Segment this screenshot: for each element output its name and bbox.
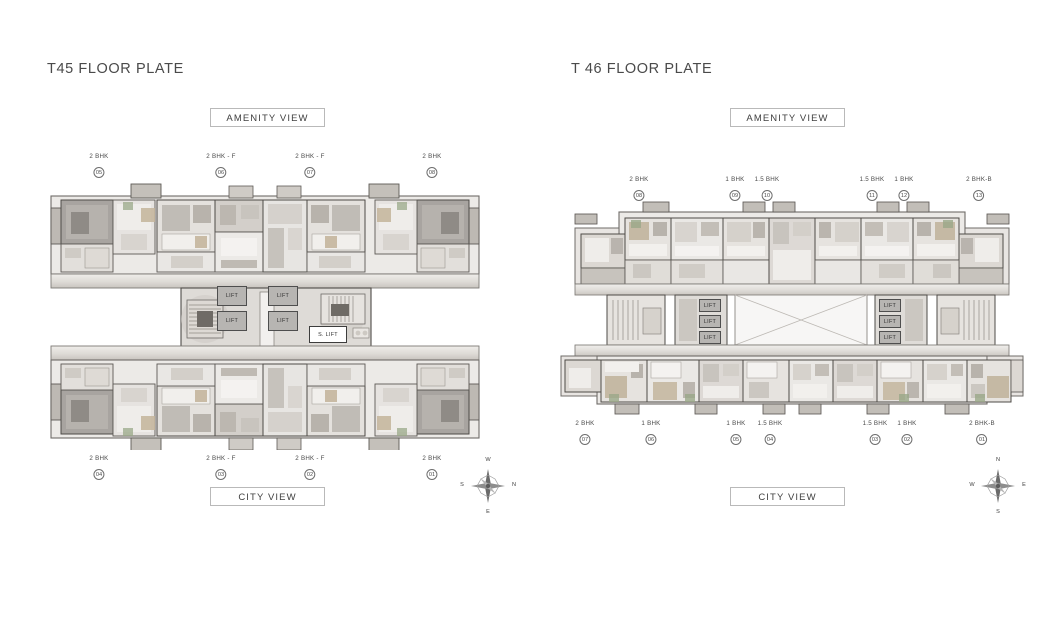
unit-number-badge: 13 [973, 190, 985, 201]
unit-number-badge: 07 [304, 167, 316, 178]
unit-type-label: 1 BHK [726, 420, 746, 427]
unit-callout-t45-top-2: 2 BHK - F 07 [295, 153, 324, 179]
compass-label-right: N [511, 482, 517, 488]
floor-plan-drawing-t46: LIFT LIFT LIFT LIFT LIFT LIFT [547, 196, 1037, 418]
lift-box-t46-right-1: LIFT [879, 299, 901, 312]
unit-type-label: 1.5 BHK [859, 176, 885, 183]
amenity-view-tag-t45: AMENITY VIEW [210, 108, 325, 127]
unit-number-badge: 11 [866, 190, 878, 201]
amenity-view-tag-t46: AMENITY VIEW [730, 108, 845, 127]
lift-box-t45-4: LIFT [268, 311, 298, 331]
unit-type-label: 2 BHK [629, 176, 649, 183]
lift-box-t46-left-1: LIFT [699, 299, 721, 312]
unit-callout-t46-bottom-0: 2 BHK 07 [575, 420, 594, 446]
compass-label-top: N [995, 457, 1001, 463]
unit-number-badge: 09 [729, 190, 741, 201]
unit-number-badge: 04 [764, 434, 776, 445]
unit-type-label: 1 BHK [897, 420, 917, 427]
unit-callout-t45-bottom-1: 2 BHK - F 03 [206, 455, 235, 481]
unit-type-label: 2 BHK [575, 420, 595, 427]
service-lift-box-t45: S. LIFT [309, 326, 347, 343]
city-view-tag-t46: CITY VIEW [730, 487, 845, 506]
unit-number-badge: 04 [93, 469, 105, 480]
unit-callout-t46-bottom-5: 1 BHK 02 [897, 420, 916, 446]
unit-type-label: 2 BHK [89, 455, 109, 462]
unit-type-label: 2 BHK - F [295, 153, 325, 160]
unit-callout-t46-top-4: 1 BHK 12 [894, 176, 913, 202]
lift-box-t46-left-3: LIFT [699, 331, 721, 344]
unit-callout-t45-bottom-0: 2 BHK 04 [89, 455, 108, 481]
unit-number-badge: 01 [426, 469, 438, 480]
unit-callout-t46-top-1: 1 BHK 09 [725, 176, 744, 202]
unit-callout-t46-top-3: 1.5 BHK 11 [860, 176, 885, 202]
unit-number-badge: 03 [215, 469, 227, 480]
unit-callout-t46-bottom-2: 1 BHK 05 [726, 420, 745, 446]
compass-label-left: S [460, 482, 464, 488]
unit-number-badge: 03 [869, 434, 881, 445]
unit-number-badge: 08 [633, 190, 645, 201]
unit-type-label: 2 BHK [422, 455, 442, 462]
unit-number-badge: 02 [304, 469, 316, 480]
unit-type-label: 2 BHK [422, 153, 442, 160]
unit-number-badge: 08 [426, 167, 438, 178]
compass-rose-t45: W N E S [460, 457, 517, 515]
unit-type-label: 2 BHK - F [206, 153, 236, 160]
unit-callout-t46-bottom-3: 1.5 BHK 04 [758, 420, 783, 446]
unit-type-label: 1.5 BHK [757, 420, 783, 427]
unit-callout-t46-top-0: 2 BHK 08 [629, 176, 648, 202]
lift-box-t45-3: LIFT [268, 286, 298, 306]
unit-type-label: 1.5 BHK [754, 176, 780, 183]
unit-number-badge: 05 [93, 167, 105, 178]
floor-plate-panel-t46: T 46 FLOOR PLATE AMENITY VIEW 2 BHK 08 1… [527, 0, 1053, 631]
unit-callout-t45-bottom-3: 2 BHK 01 [422, 455, 441, 481]
lift-box-t46-right-3: LIFT [879, 331, 901, 344]
unit-type-label: 1 BHK [641, 420, 661, 427]
lift-box-t46-left-2: LIFT [699, 315, 721, 328]
unit-callout-t46-top-2: 1.5 BHK 10 [755, 176, 780, 202]
unit-number-badge: 01 [976, 434, 988, 445]
unit-callout-t46-bottom-4: 1.5 BHK 03 [863, 420, 888, 446]
unit-callout-t45-top-3: 2 BHK 08 [422, 153, 441, 179]
unit-type-label: 2 BHK - F [206, 455, 236, 462]
compass-label-bottom: E [486, 509, 490, 515]
compass-rose-t46: N E S W [969, 457, 1026, 515]
floor-plan-drawing-t45: LIFT LIFT LIFT LIFT S. LIFT [45, 178, 485, 450]
unit-number-badge: 12 [898, 190, 910, 201]
lift-box-t45-2: LIFT [217, 311, 247, 331]
unit-callout-t46-bottom-6: 2 BHK-B 01 [969, 420, 995, 446]
page-title-t45: T45 FLOOR PLATE [47, 61, 184, 77]
unit-callout-t46-bottom-1: 1 BHK 06 [641, 420, 660, 446]
unit-type-label: 1 BHK [894, 176, 914, 183]
unit-type-label: 2 BHK-B [969, 420, 995, 427]
unit-number-badge: 06 [645, 434, 657, 445]
floor-plate-panel-t45: T45 FLOOR PLATE AMENITY VIEW 2 BHK 05 2 … [45, 61, 517, 515]
compass-label-right: E [1022, 482, 1026, 488]
unit-number-badge: 07 [579, 434, 591, 445]
lift-box-t45-1: LIFT [217, 286, 247, 306]
unit-callout-t45-top-0: 2 BHK 05 [89, 153, 108, 179]
lift-box-t46-right-2: LIFT [879, 315, 901, 328]
unit-type-label: 2 BHK - F [295, 455, 325, 462]
unit-callout-t45-top-1: 2 BHK - F 06 [206, 153, 235, 179]
city-view-tag-t45: CITY VIEW [210, 487, 325, 506]
compass-label-bottom: S [996, 509, 1000, 515]
compass-label-left: W [969, 482, 975, 488]
page-title-t46: T 46 FLOOR PLATE [571, 61, 713, 77]
unit-number-badge: 10 [761, 190, 773, 201]
unit-type-label: 2 BHK [89, 153, 109, 160]
unit-number-badge: 06 [215, 167, 227, 178]
unit-callout-t46-top-5: 2 BHK-B 13 [966, 176, 992, 202]
unit-number-badge: 05 [730, 434, 742, 445]
unit-callout-t45-bottom-2: 2 BHK - F 02 [295, 455, 324, 481]
compass-label-top: W [485, 457, 491, 463]
unit-number-badge: 02 [901, 434, 913, 445]
unit-type-label: 1 BHK [725, 176, 745, 183]
unit-type-label: 2 BHK-B [966, 176, 992, 183]
unit-type-label: 1.5 BHK [862, 420, 888, 427]
